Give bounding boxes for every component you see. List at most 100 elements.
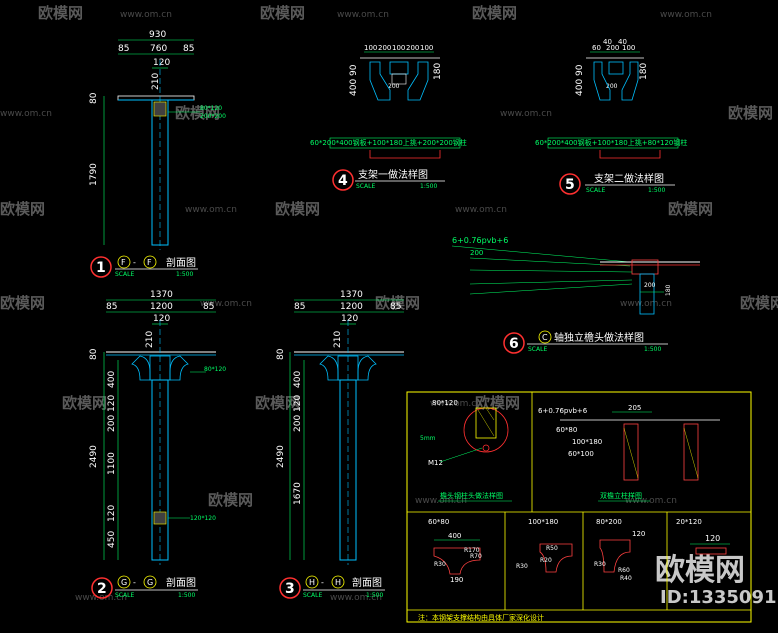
dim-label: 400 xyxy=(107,371,117,388)
dim-label: 120 xyxy=(153,314,170,324)
dim-label: 100 xyxy=(622,44,635,52)
scale-label: SCALE xyxy=(115,592,134,599)
scale-label: SCALE xyxy=(586,187,605,194)
watermark-brand: 欧模网 xyxy=(740,294,778,312)
dim-label: 210 xyxy=(151,73,161,90)
dim-label: 120 xyxy=(293,395,303,412)
dim-label: 120 xyxy=(153,58,170,68)
figure-title: 支架一做法样图 xyxy=(358,168,428,181)
dim-label: 85 xyxy=(183,44,194,54)
scale-label: SCALE xyxy=(303,592,322,599)
dim-label: 1370 xyxy=(150,290,173,300)
watermark-layer: 欧模网 www.om.cn 欧模网 www.om.cn 欧模网 www.om.c… xyxy=(0,4,778,608)
annotation-note: 6+0.76pvb+6 xyxy=(452,236,508,245)
watermark-url: www.om.cn xyxy=(185,205,237,215)
watermark-brand: 欧模网 xyxy=(275,200,320,218)
annotation-note: 60*200*400钢板+100*180上挑+80*120钢柱 xyxy=(535,138,687,147)
grid-label: H xyxy=(335,578,341,587)
watermark-url: www.om.cn xyxy=(620,299,672,309)
dim-label: 400 xyxy=(349,79,359,96)
figure-3-section: 1370 85 1200 85 120 210 80 2490 400 120 … xyxy=(276,290,404,599)
grid-label: G xyxy=(147,578,153,587)
dim-label: R30 xyxy=(516,563,528,570)
watermark-url: www.om.cn xyxy=(330,593,382,603)
watermark-brand: 欧模网 xyxy=(728,104,773,122)
dim-label: 930 xyxy=(149,30,166,40)
watermark-brand: 欧模网 xyxy=(175,104,220,122)
watermark-url: www.om.cn xyxy=(0,109,52,119)
figure-title: 轴独立檐头做法样图 xyxy=(554,331,644,344)
dim-label: 200 xyxy=(293,415,303,432)
watermark-brand: 欧模网 xyxy=(475,394,520,412)
scale-label: SCALE xyxy=(356,183,375,190)
watermark-brand: 欧模网 xyxy=(375,294,420,312)
dim-label: 60 xyxy=(592,44,601,52)
detail-label: 60*80 xyxy=(556,426,577,434)
dim-label: 120 xyxy=(632,530,645,538)
figure-6-section: 6+0.76pvb+6 200 200 180 6 C 轴独立檐头做法样图 SC… xyxy=(451,236,700,354)
figure-2-section: 1370 85 1200 85 120 210 80 2490 400 120 … xyxy=(89,290,226,599)
small-detail-title: 60*80 xyxy=(428,518,449,526)
figure-title: 剖面图 xyxy=(352,576,382,589)
watermark-url: www.om.cn xyxy=(337,10,389,20)
scale-value: 1:500 xyxy=(420,183,437,190)
dim-label: 90 xyxy=(575,64,585,76)
scale-value: 1:500 xyxy=(366,592,383,599)
dim-label: 1100 xyxy=(107,452,117,475)
dim-label: R50 xyxy=(546,545,558,552)
detail-title: 檐头钢柱头做法样图 xyxy=(440,491,503,500)
dim-label: R60 xyxy=(618,567,630,574)
detail-label: 80*120 xyxy=(432,399,458,407)
dash-separator: - xyxy=(321,578,324,587)
dim-label: R40 xyxy=(620,575,632,582)
detail-label: 100*180 xyxy=(572,438,602,446)
dim-label: 1200 xyxy=(150,302,173,312)
dim-label: 210 xyxy=(145,331,155,348)
dim-label: R170 xyxy=(464,547,480,554)
small-detail-title: 20*120 xyxy=(676,518,702,526)
dim-label: 80 xyxy=(276,348,286,360)
dim-label: 210 xyxy=(333,331,343,348)
figure-title: 支架二做法样图 xyxy=(594,172,664,185)
dim-label: 180 xyxy=(433,63,443,80)
watermark-url: www.om.cn xyxy=(500,109,552,119)
annotation-note: 80*120 xyxy=(204,366,226,373)
dim-label: 1370 xyxy=(340,290,363,300)
watermark-url: www.om.cn xyxy=(200,299,252,309)
detail-label: 5mm xyxy=(420,435,436,442)
detail-label: M12 xyxy=(428,459,443,467)
dim-label: R30 xyxy=(434,561,446,568)
footer-note: 注：本钢架支撑结构由具体厂家深化设计 xyxy=(418,613,544,622)
annotation-note: 200*200 xyxy=(200,113,226,120)
dim-label: 200 xyxy=(406,44,419,52)
dim-label: 200 xyxy=(606,83,618,90)
watermark-brand: 欧模网 xyxy=(260,4,305,22)
dim-label: 400 xyxy=(575,79,585,96)
dim-label: 85 xyxy=(118,44,129,54)
dim-label: 80 xyxy=(89,348,99,360)
figure-number: 6 xyxy=(509,336,519,352)
detail-label: 205 xyxy=(628,404,641,412)
watermark-brand: 欧模网 xyxy=(472,4,517,22)
watermark-brand-corner: 欧模网 xyxy=(655,553,745,588)
watermark-url: www.om.cn xyxy=(430,399,482,409)
detail-title: 双檐立柱样图 xyxy=(600,491,642,500)
detail-sheet-box: 80*120 5mm M12 檐头钢柱头做法样图 6+0.76pvb+6 205… xyxy=(406,391,752,623)
dim-label: 200 xyxy=(378,44,391,52)
grid-label: C xyxy=(542,333,548,342)
dim-label: 85 xyxy=(390,302,401,312)
figure-number: 4 xyxy=(338,173,348,189)
dim-label: 200 xyxy=(644,282,656,289)
dim-label: 100 xyxy=(420,44,433,52)
scale-value: 1:500 xyxy=(176,271,193,278)
scale-value: 1:500 xyxy=(644,346,661,353)
dim-label: 2490 xyxy=(89,445,99,468)
dim-label: 1670 xyxy=(293,482,303,505)
dim-label: 1200 xyxy=(340,302,363,312)
watermark-url: www.om.cn xyxy=(455,205,507,215)
dim-label: 90 xyxy=(349,64,359,76)
dim-label: 1790 xyxy=(89,163,99,186)
scale-label: SCALE xyxy=(528,346,547,353)
dim-label: 40 xyxy=(618,38,627,46)
annotation-note: 60*200*400钢板+100*180上挑+200*200钢柱 xyxy=(310,138,467,147)
